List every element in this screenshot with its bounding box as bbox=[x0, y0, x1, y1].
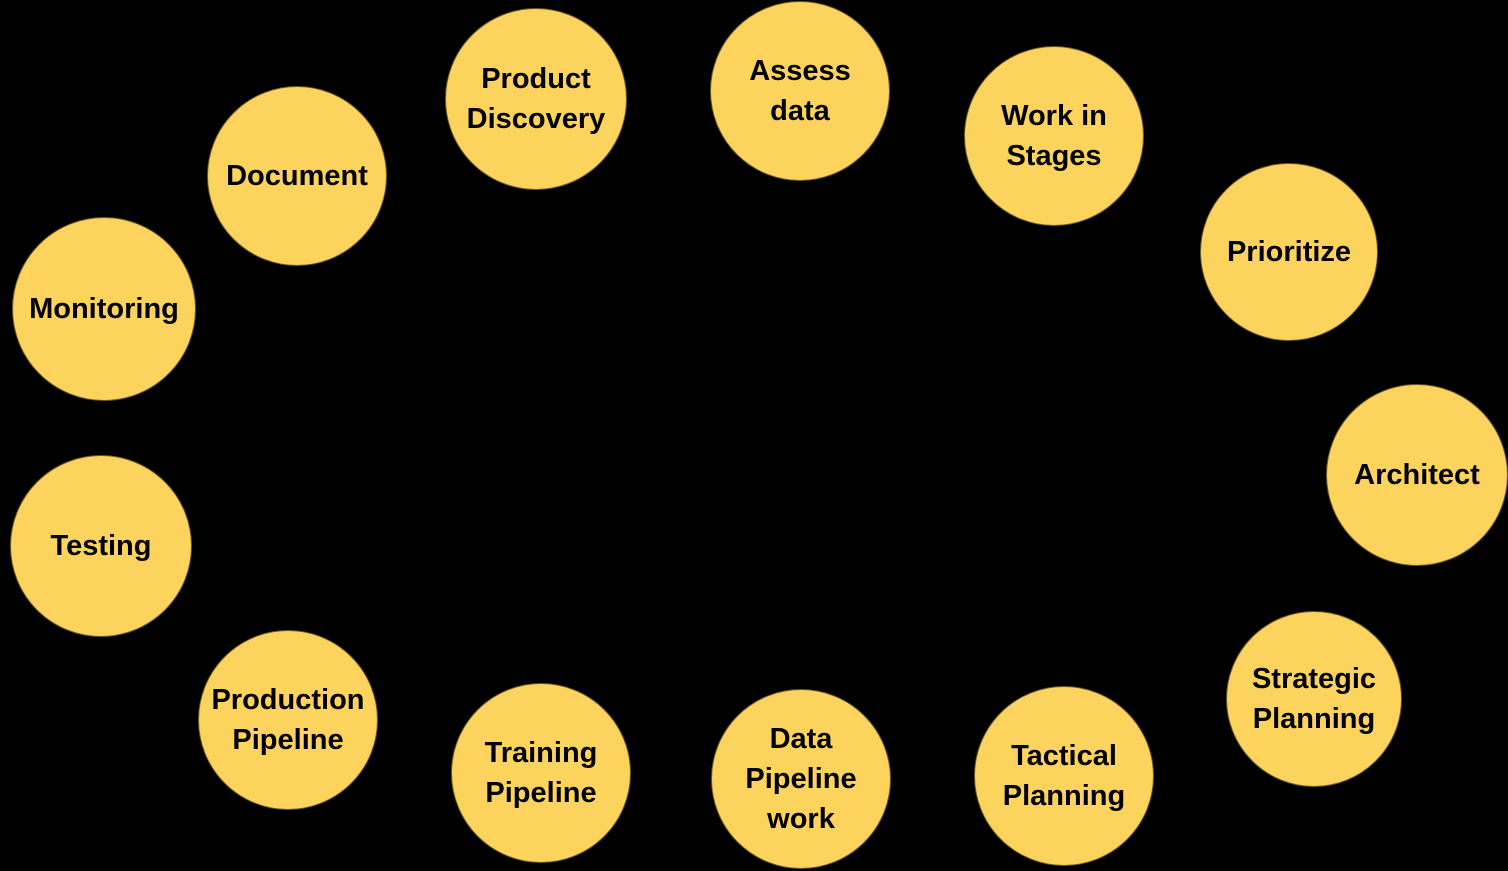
node-label-document: Document bbox=[226, 159, 368, 192]
node-label-training-pipeline: Training Pipeline bbox=[484, 736, 598, 809]
node-work-in-stages: Work in Stages bbox=[964, 46, 1144, 226]
node-testing: Testing bbox=[10, 455, 192, 637]
node-label-product-discovery: Product Discovery bbox=[466, 62, 606, 135]
node-strategic-planning: Strategic Planning bbox=[1226, 611, 1402, 787]
node-document: Document bbox=[207, 86, 387, 266]
node-architect: Architect bbox=[1326, 384, 1508, 566]
node-monitoring: Monitoring bbox=[12, 217, 196, 401]
node-prioritize: Prioritize bbox=[1200, 163, 1378, 341]
node-production-pipeline: Production Pipeline bbox=[198, 630, 378, 810]
node-tactical-planning: Tactical Planning bbox=[974, 686, 1154, 866]
node-label-architect: Architect bbox=[1354, 458, 1480, 491]
node-label-tactical-planning: Tactical Planning bbox=[1002, 739, 1126, 812]
node-label-prioritize: Prioritize bbox=[1226, 235, 1352, 268]
node-assess-data: Assess data bbox=[710, 1, 890, 181]
node-label-strategic-planning: Strategic Planning bbox=[1251, 662, 1377, 735]
node-label-monitoring: Monitoring bbox=[29, 292, 179, 325]
node-label-assess-data: Assess data bbox=[749, 54, 851, 127]
node-label-work-in-stages: Work in Stages bbox=[1001, 99, 1107, 172]
node-training-pipeline: Training Pipeline bbox=[451, 683, 631, 863]
node-label-testing: Testing bbox=[50, 529, 152, 562]
node-label-data-pipeline-work: Data Pipeline work bbox=[745, 722, 857, 835]
node-label-production-pipeline: Production Pipeline bbox=[211, 683, 365, 756]
node-product-discovery: Product Discovery bbox=[445, 8, 627, 190]
node-data-pipeline-work: Data Pipeline work bbox=[711, 689, 891, 869]
